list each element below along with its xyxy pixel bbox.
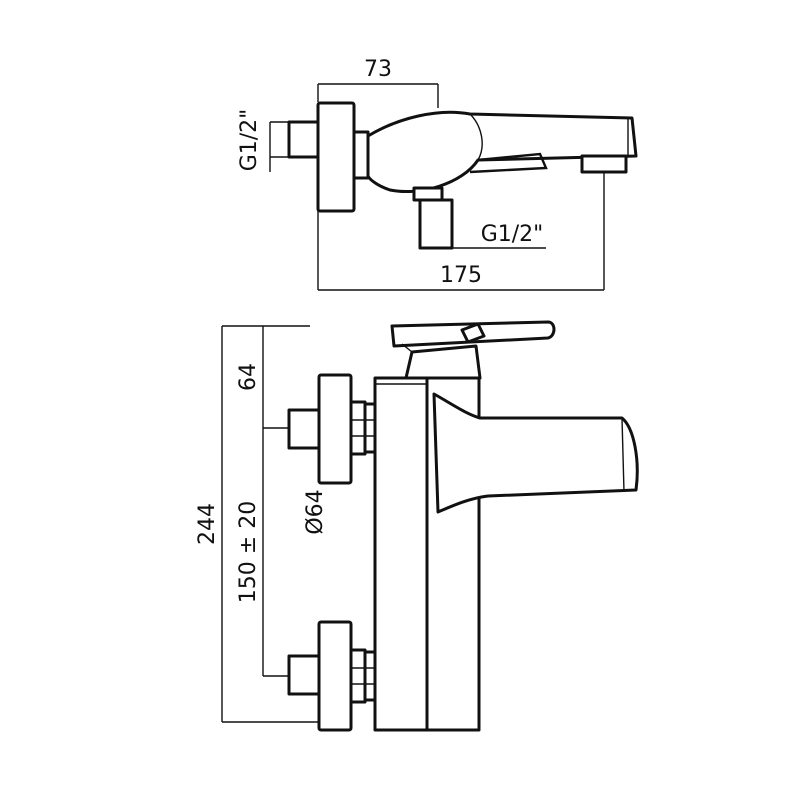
front-spout (432, 392, 639, 514)
front-view: 244 64 150 ± 20 Ø64 (195, 320, 639, 732)
dimension-244: 244 (195, 326, 320, 723)
dimension-64: 64 (236, 326, 264, 428)
top-spout-outlet (580, 154, 628, 174)
front-mixer-body (373, 376, 429, 732)
top-left-inlet: G1/2" (237, 109, 321, 172)
dim-diameter-label: Ø64 (303, 489, 328, 534)
top-view: 73 G1/2" G1/2" (237, 57, 638, 291)
dim-175-label: 175 (440, 263, 482, 288)
dimension-73: 73 (317, 57, 439, 108)
dim-64-label: 64 (236, 363, 261, 391)
dim-g12-left-label: G1/2" (237, 109, 262, 172)
front-upper-flange (287, 373, 377, 485)
top-mixer-body (366, 110, 638, 194)
dim-73-label: 73 (364, 57, 392, 82)
dim-150-label: 150 ± 20 (236, 501, 261, 603)
dimension-175: 175 (317, 172, 605, 291)
front-lower-flange (287, 620, 377, 732)
top-bottom-inlet: G1/2" (412, 186, 546, 250)
top-wall-flange (316, 101, 356, 213)
top-flange-collar (352, 130, 370, 180)
dim-g12-bottom-label: G1/2" (481, 222, 544, 247)
top-lever (469, 152, 548, 174)
front-lever (390, 320, 556, 380)
dimension-150: 150 ± 20 (236, 427, 290, 677)
dim-244-label: 244 (195, 503, 220, 545)
